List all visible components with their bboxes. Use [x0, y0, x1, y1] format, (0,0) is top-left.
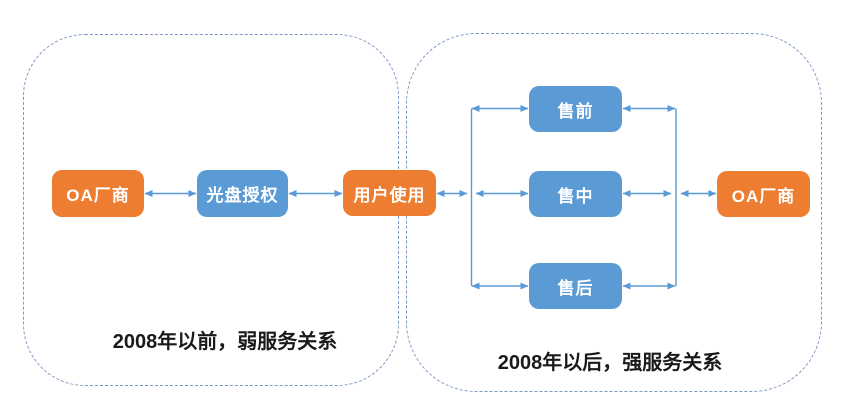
caption-before-2008: 2008年以前，弱服务关系	[112, 331, 338, 353]
node-pre-sale: 售前	[529, 86, 622, 132]
node-disc-authorization: 光盘授权	[197, 170, 288, 217]
node-after-sale: 售后	[529, 263, 622, 309]
node-in-sale: 售中	[529, 171, 622, 217]
node-oa-vendor-right: OA厂商	[717, 171, 810, 217]
caption-after-2008: 2008年以后，强服务关系	[497, 352, 723, 374]
node-user-usage: 用户使用	[343, 170, 436, 216]
node-oa-vendor-left: OA厂商	[52, 170, 144, 217]
